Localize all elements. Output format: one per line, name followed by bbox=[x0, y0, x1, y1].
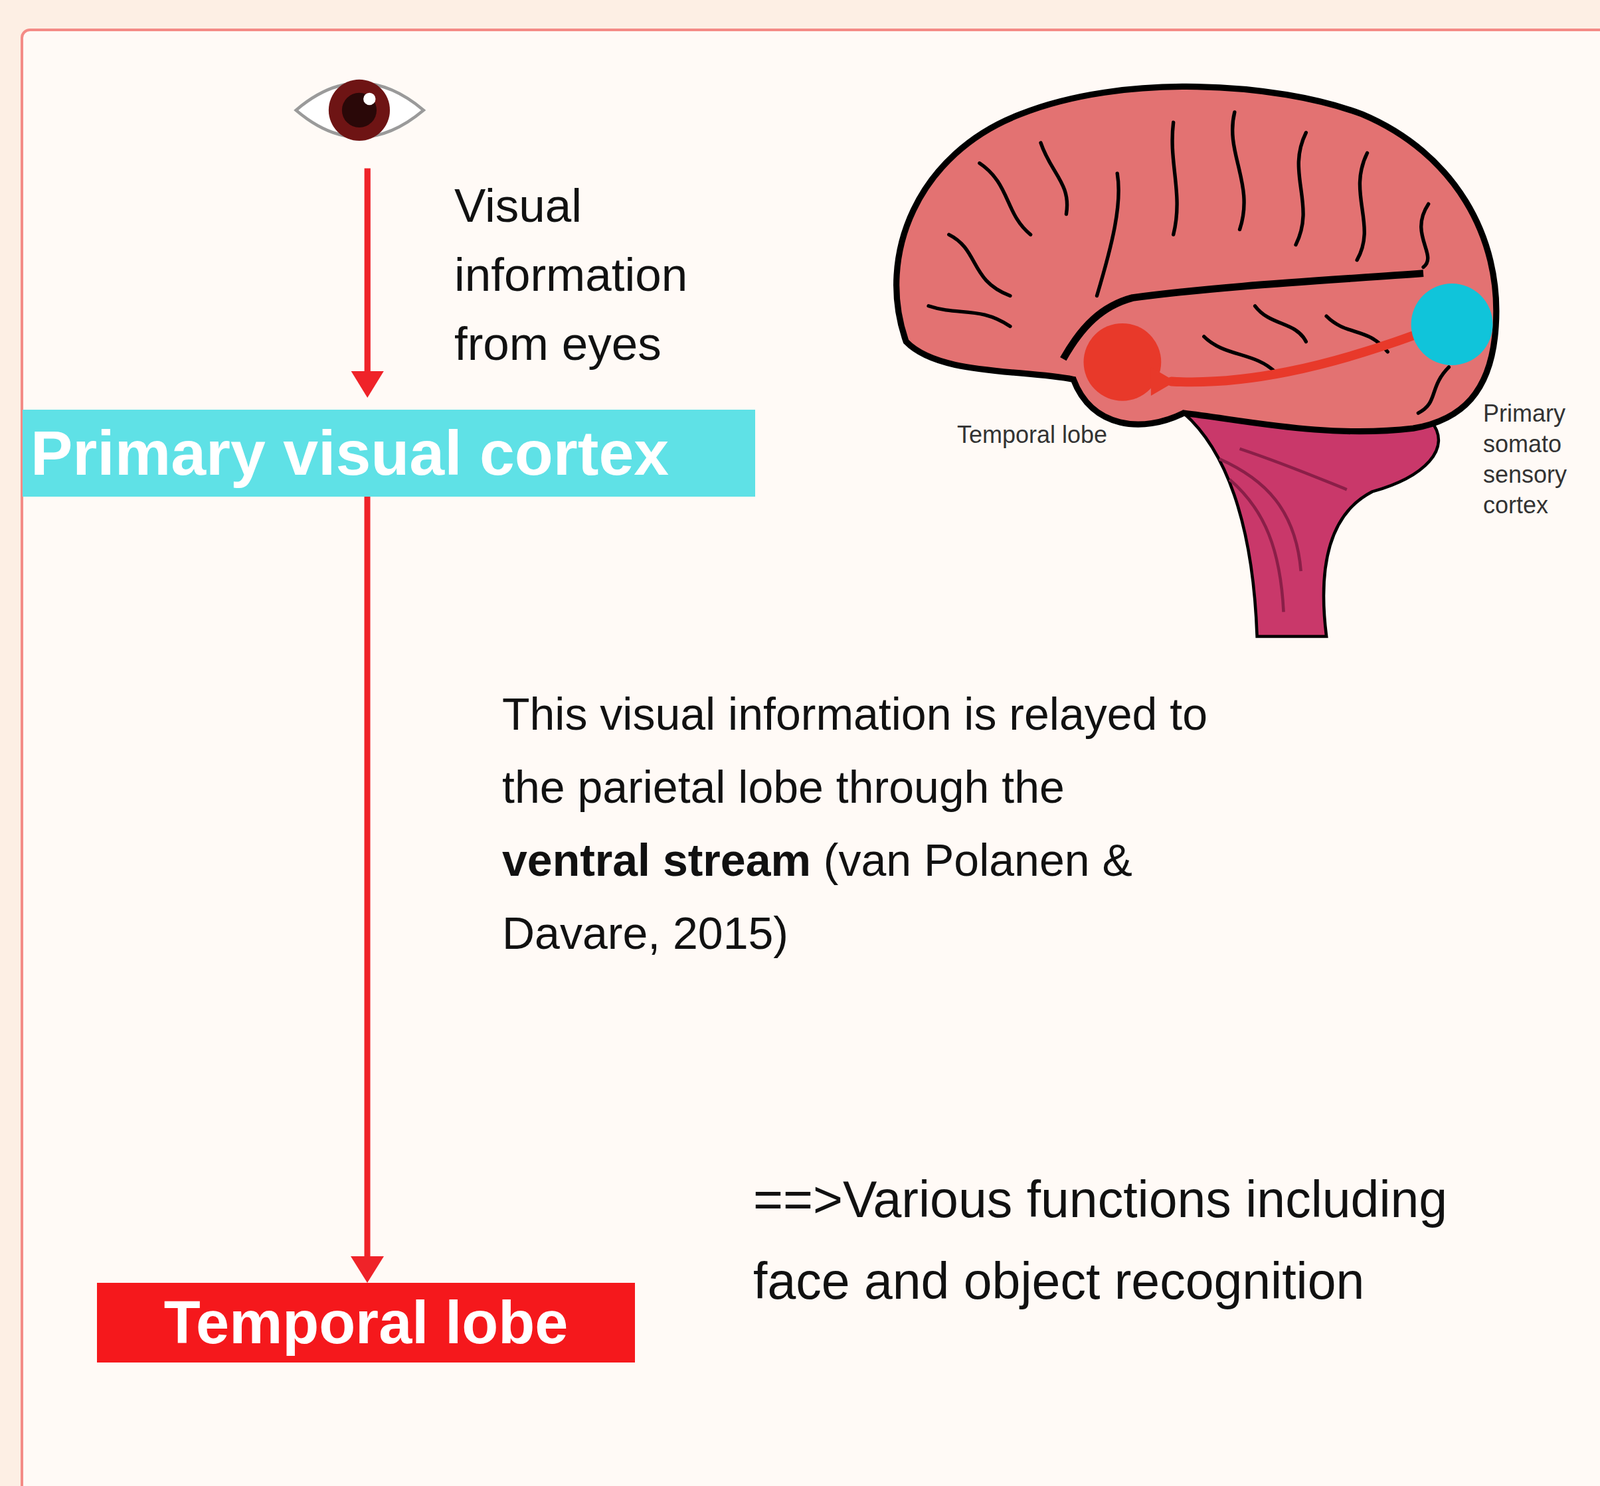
eye-highlight bbox=[363, 92, 376, 105]
process-box: Temporal lobe bbox=[96, 1283, 635, 1363]
eye-pupil bbox=[342, 92, 377, 128]
function-note: ==>Various functions including face and … bbox=[753, 1170, 1448, 1310]
description-text: This visual information is relayed to th… bbox=[502, 688, 1208, 813]
text-block: Temporal lobe bbox=[957, 419, 1117, 451]
temporal-marker bbox=[1083, 323, 1162, 402]
visual-cortex-marker bbox=[1411, 283, 1494, 366]
pathway-arrowhead bbox=[1151, 367, 1176, 396]
text-block: This visual information is relayed to th… bbox=[502, 677, 1220, 970]
flow-arrow bbox=[350, 496, 384, 1284]
brain-sulci bbox=[928, 112, 1449, 414]
box-title: Temporal lobe bbox=[164, 1289, 568, 1358]
box-title: Primary visual cortex bbox=[30, 417, 669, 490]
brainstem-cerebellum bbox=[1183, 413, 1439, 637]
pathway-line bbox=[1171, 334, 1417, 383]
cerebrum-outline bbox=[896, 86, 1497, 432]
part-name: Temporal lobe bbox=[957, 421, 1108, 449]
input-arrow bbox=[364, 168, 371, 376]
process-box: Primary visual cortex bbox=[22, 409, 756, 497]
text-block: Primary somato sensory cortex bbox=[1483, 398, 1597, 521]
eye-iris bbox=[328, 79, 390, 141]
key-term: ventral stream bbox=[502, 834, 811, 886]
cerebellum-folds bbox=[1219, 448, 1347, 613]
part-name: Primary somato sensory cortex bbox=[1483, 399, 1567, 519]
input-arrowhead bbox=[351, 371, 384, 398]
input-note: Visual information from eyes bbox=[454, 179, 688, 370]
text-block: Visual information from eyes bbox=[454, 171, 767, 379]
text-block: ==>Various functions including face and … bbox=[753, 1158, 1517, 1323]
